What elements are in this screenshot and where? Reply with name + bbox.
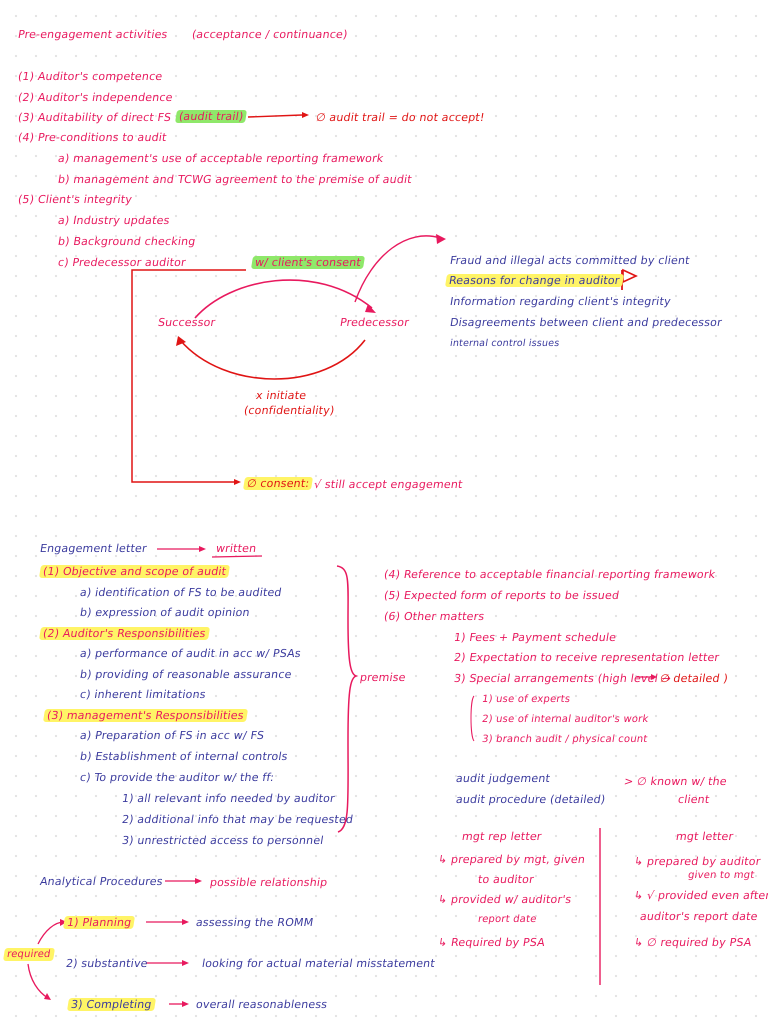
judgement-note: audit judgement bbox=[454, 772, 552, 785]
step-planning: 1) Planning bbox=[62, 916, 136, 929]
list-item: to auditor bbox=[476, 873, 535, 886]
judgement-note: audit procedure (detailed) bbox=[454, 793, 607, 806]
list-item: 2) Expectation to receive representation… bbox=[452, 651, 721, 664]
mgt-letter-title: mgt letter bbox=[674, 830, 735, 843]
premise-label: premise bbox=[358, 671, 407, 684]
rep-letter-title: mgt rep letter bbox=[460, 830, 543, 843]
section-subtitle: (acceptance / continuance) bbox=[190, 28, 349, 41]
confidentiality-label: (confidentiality) bbox=[242, 404, 336, 417]
successor-label: Successor bbox=[156, 316, 217, 329]
step-note: assessing the ROMM bbox=[194, 916, 315, 929]
auditor-resp-heading: (2) Auditor's Responsibilities bbox=[38, 627, 210, 640]
list-item: (6) Other matters bbox=[382, 610, 486, 623]
list-item: ↳ prepared by auditor bbox=[632, 855, 762, 868]
list-item: (1) Auditor's competence bbox=[16, 70, 164, 83]
analytical-title: Analytical Procedures bbox=[38, 875, 164, 888]
list-item: c) To provide the auditor w/ the ff: bbox=[78, 771, 276, 784]
list-item: given to mgt bbox=[687, 870, 756, 881]
inquiry-item: internal control issues bbox=[449, 338, 561, 349]
list-item: a) management's use of acceptable report… bbox=[56, 152, 385, 165]
list-item: (4) Pre-conditions to audit bbox=[16, 131, 168, 144]
list-item: ↳ prepared by mgt, given bbox=[436, 853, 587, 866]
list-item: 2) additional info that may be requested bbox=[120, 813, 355, 826]
inquiry-item: Fraud and illegal acts committed by clie… bbox=[448, 254, 691, 267]
list-item: 2) use of internal auditor's work bbox=[481, 714, 650, 725]
list-item: ↳ ∅ required by PSA bbox=[632, 936, 753, 949]
audit-trail-note: ∅ audit trail = do not accept! bbox=[314, 111, 486, 124]
audit-trail-tag: (audit trail) bbox=[174, 110, 248, 123]
list-item: 1) Fees + Payment schedule bbox=[452, 631, 618, 644]
consent-tag: w/ client's consent bbox=[250, 256, 366, 269]
list-item: 3) branch audit / physical count bbox=[481, 734, 649, 745]
list-item: (3) Auditability of direct FS bbox=[16, 111, 173, 124]
unknown-note: client bbox=[676, 793, 711, 806]
list-item: a) Industry updates bbox=[56, 214, 171, 227]
list-item: (2) Auditor's independence bbox=[16, 91, 174, 104]
list-item: c) inherent limitations bbox=[78, 688, 207, 701]
list-item: b) management and TCWG agreement to the … bbox=[56, 173, 413, 186]
predecessor-label: Predecessor bbox=[338, 316, 410, 329]
list-item: 1) all relevant info needed by auditor bbox=[120, 792, 336, 805]
list-item: (5) Expected form of reports to be issue… bbox=[382, 589, 621, 602]
list-item: (5) Client's integrity bbox=[16, 193, 134, 206]
list-item: report date bbox=[477, 914, 538, 925]
list-item: b) expression of audit opinion bbox=[78, 606, 251, 619]
step-note: overall reasonableness bbox=[194, 998, 329, 1011]
list-item: ↳ Required by PSA bbox=[436, 936, 546, 949]
no-consent-label: ∅ consent: bbox=[242, 477, 314, 490]
required-label: required bbox=[2, 948, 55, 961]
section-title: Pre-engagement activities bbox=[16, 28, 169, 41]
step-completing: 3) Completing bbox=[66, 998, 156, 1011]
list-item: ↳ √ provided even after bbox=[632, 889, 768, 902]
list-item: 3) unrestricted access to personnel bbox=[120, 834, 325, 847]
list-item: ↳ provided w/ auditor's bbox=[436, 893, 573, 906]
engagement-letter-title: Engagement letter bbox=[38, 542, 148, 555]
list-item: b) Background checking bbox=[56, 235, 197, 248]
list-item: (4) Reference to acceptable financial re… bbox=[382, 568, 717, 581]
engagement-letter-note: written bbox=[214, 542, 258, 555]
list-item: a) performance of audit in acc w/ PSAs bbox=[78, 647, 302, 660]
initiate-label: x initiate bbox=[254, 389, 308, 402]
analytical-note: possible relationship bbox=[208, 876, 329, 889]
step-substantive: 2) substantive bbox=[64, 957, 149, 970]
detailed-note: ∅ detailed ) bbox=[658, 672, 729, 685]
unknown-note: > ∅ known w/ the bbox=[622, 775, 728, 788]
no-consent-note: √ still accept engagement bbox=[312, 478, 464, 491]
list-item: c) Predecessor auditor bbox=[56, 256, 187, 269]
management-resp-heading: (3) management's Responsibilities bbox=[42, 709, 248, 722]
list-item: a) Preparation of FS in acc w/ FS bbox=[78, 729, 266, 742]
list-item: 1) use of experts bbox=[481, 694, 572, 705]
inquiry-item: Reasons for change in auditor bbox=[444, 274, 624, 287]
list-item: b) providing of reasonable assurance bbox=[78, 668, 293, 681]
list-item: a) identification of FS to be audited bbox=[78, 586, 283, 599]
list-item: b) Establishment of internal controls bbox=[78, 750, 289, 763]
inquiry-item: Information regarding client's integrity bbox=[448, 295, 672, 308]
objective-heading: (1) Objective and scope of audit bbox=[38, 565, 231, 578]
step-note: looking for actual material misstatement bbox=[200, 957, 436, 970]
inquiry-item: Disagreements between client and predece… bbox=[448, 316, 723, 329]
list-item: 3) Special arrangements (high level → bbox=[452, 672, 673, 685]
list-item: auditor's report date bbox=[638, 910, 759, 923]
